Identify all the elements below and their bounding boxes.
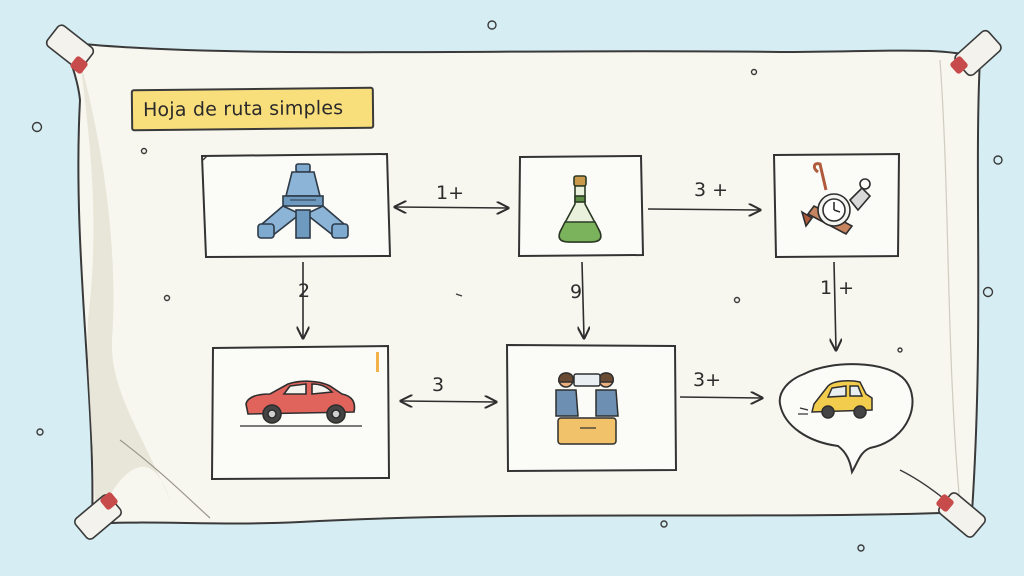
edge-label-n5-n6: 3+ — [693, 369, 722, 391]
background-dots — [31, 20, 1003, 552]
edge-n1-n2 — [395, 207, 508, 208]
edge-label-n4-n5: 3 — [432, 374, 445, 396]
edge-label-n2-n5: 9 — [570, 281, 583, 303]
edge-n5-n6 — [679, 397, 762, 398]
red-car-icon — [240, 380, 362, 427]
tools-and-clock-icon — [800, 162, 872, 236]
connectors — [303, 207, 836, 402]
two-people-at-desk-icon — [555, 372, 619, 445]
edge-n2-n3 — [647, 209, 760, 210]
node-box-people — [505, 343, 678, 473]
edge-label-n3-n6: 1 + — [820, 277, 855, 299]
diagram-title: Hoja de ruta simples — [130, 86, 375, 132]
pin-top-left — [45, 24, 95, 74]
node-bubble-yellow-car — [778, 363, 914, 475]
stray-mark — [202, 155, 208, 161]
pin-bottom-right — [936, 492, 986, 538]
edge-n3-n6 — [834, 261, 836, 350]
marker-stroke — [376, 352, 379, 372]
pin-top-right — [950, 29, 1002, 77]
edge-label-n1-n2: 1+ — [436, 182, 465, 204]
pin-bottom-left — [74, 492, 122, 540]
green-flask-icon — [558, 175, 602, 243]
stray-mark — [455, 293, 463, 297]
edge-label-n1-n4: 2 — [298, 280, 311, 302]
yellow-car-icon — [798, 380, 873, 419]
edge-n4-n5 — [401, 401, 496, 402]
edge-n2-n5 — [582, 261, 584, 338]
blue-valve-icon — [257, 163, 349, 239]
edge-label-n2-n3: 3 + — [694, 179, 729, 201]
